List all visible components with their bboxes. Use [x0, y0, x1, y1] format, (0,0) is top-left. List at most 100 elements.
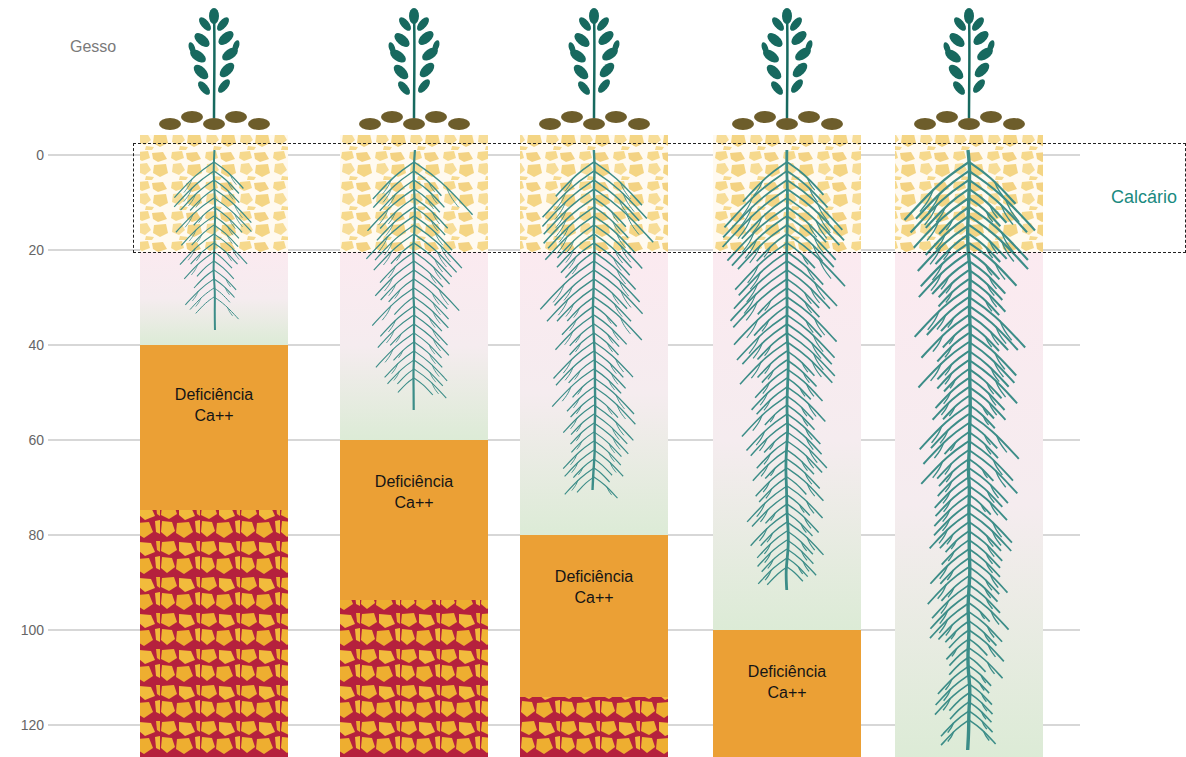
lateral-root — [214, 189, 251, 223]
root-twig — [765, 570, 771, 580]
root-twig — [196, 298, 201, 306]
root-twig — [232, 248, 239, 260]
root-twig — [807, 384, 814, 396]
lateral-root — [787, 162, 823, 195]
root-twig — [981, 711, 986, 719]
lateral-root — [940, 522, 969, 548]
lateral-root — [969, 504, 1012, 543]
lateral-root — [787, 369, 823, 401]
root-twig — [990, 502, 998, 515]
lateral-root — [930, 603, 969, 638]
lateral-root — [937, 450, 969, 479]
root-twig — [800, 388, 805, 396]
lateral-root — [969, 387, 1005, 420]
lateral-root — [562, 306, 594, 335]
lateral-root — [214, 261, 234, 279]
lateral-root — [937, 351, 969, 379]
root-twig — [611, 373, 618, 384]
lateral-root — [180, 180, 214, 210]
root-twig — [607, 406, 612, 414]
lateral-root — [565, 468, 594, 494]
plants — [187, 8, 996, 118]
root-twig — [382, 306, 391, 321]
root-twig — [614, 304, 622, 317]
depth-tick: 80 — [2, 526, 44, 544]
lateral-root — [754, 306, 787, 336]
lateral-root — [397, 369, 414, 384]
lateral-root — [214, 297, 239, 319]
lateral-root — [787, 288, 819, 317]
lateral-root — [969, 531, 1002, 561]
lateral-root — [594, 360, 626, 388]
lateral-root — [935, 684, 969, 715]
lateral-root — [196, 297, 214, 313]
lateral-root — [949, 648, 969, 666]
lateral-root — [594, 261, 640, 302]
depth-tick: 60 — [2, 431, 44, 449]
main-root — [593, 150, 596, 490]
root-twig — [609, 444, 615, 454]
root-twig — [767, 533, 773, 542]
lateral-root — [414, 270, 459, 311]
root-twig — [807, 483, 815, 496]
lateral-root — [563, 441, 594, 469]
depth-tick: 20 — [2, 241, 44, 259]
root-twig — [571, 418, 577, 429]
root-twig — [191, 265, 197, 275]
lateral-root — [757, 531, 787, 558]
root-twig — [607, 343, 612, 352]
root-twig — [765, 363, 771, 373]
lateral-root — [787, 270, 830, 309]
lateral-root — [787, 486, 823, 518]
lateral-root — [926, 216, 969, 255]
lateral-root — [724, 171, 787, 227]
root-twig — [196, 199, 201, 207]
lateral-root — [931, 414, 969, 448]
lateral-root — [787, 468, 823, 501]
root-twig — [576, 406, 581, 414]
lateral-root — [969, 198, 1000, 226]
lateral-root — [414, 234, 457, 272]
lateral-root — [936, 675, 969, 705]
lateral-root — [936, 234, 969, 264]
root-twig — [802, 363, 808, 373]
root-twig — [986, 580, 992, 591]
lateral-root — [969, 648, 1003, 678]
lateral-root — [756, 468, 787, 496]
lateral-root — [939, 270, 969, 297]
lateral-root — [577, 477, 594, 492]
lateral-root — [787, 522, 823, 555]
lateral-root — [787, 234, 845, 286]
depth-tick: 120 — [2, 716, 44, 734]
root-twig — [948, 723, 954, 733]
root-twig — [742, 232, 755, 253]
lateral-root — [767, 567, 787, 585]
lateral-root — [414, 351, 447, 381]
lateral-root — [969, 279, 1005, 312]
lateral-root — [181, 216, 214, 245]
root-twig — [228, 191, 233, 200]
root-twig — [385, 349, 393, 362]
lateral-root — [381, 270, 414, 300]
lateral-root — [757, 441, 787, 468]
lateral-root — [214, 288, 230, 302]
root-twig — [558, 299, 568, 315]
lateral-root — [180, 234, 214, 265]
lateral-root — [594, 405, 633, 440]
lateral-root — [414, 378, 433, 395]
lateral-root — [926, 189, 969, 228]
lateral-root — [969, 558, 1007, 593]
root-twig — [802, 417, 808, 427]
lateral-root — [937, 333, 969, 362]
root-twig — [395, 290, 400, 299]
lateral-root — [414, 315, 448, 345]
deficiency-zone: Deficiência Ca++ — [140, 345, 288, 510]
root-twig — [950, 442, 955, 451]
lateral-root — [941, 720, 969, 745]
root-twig — [429, 183, 435, 193]
root-twig — [983, 407, 988, 416]
root-twig — [432, 383, 439, 394]
root-twig — [980, 683, 984, 690]
root-twig — [189, 230, 196, 241]
lateral-root — [414, 369, 446, 398]
